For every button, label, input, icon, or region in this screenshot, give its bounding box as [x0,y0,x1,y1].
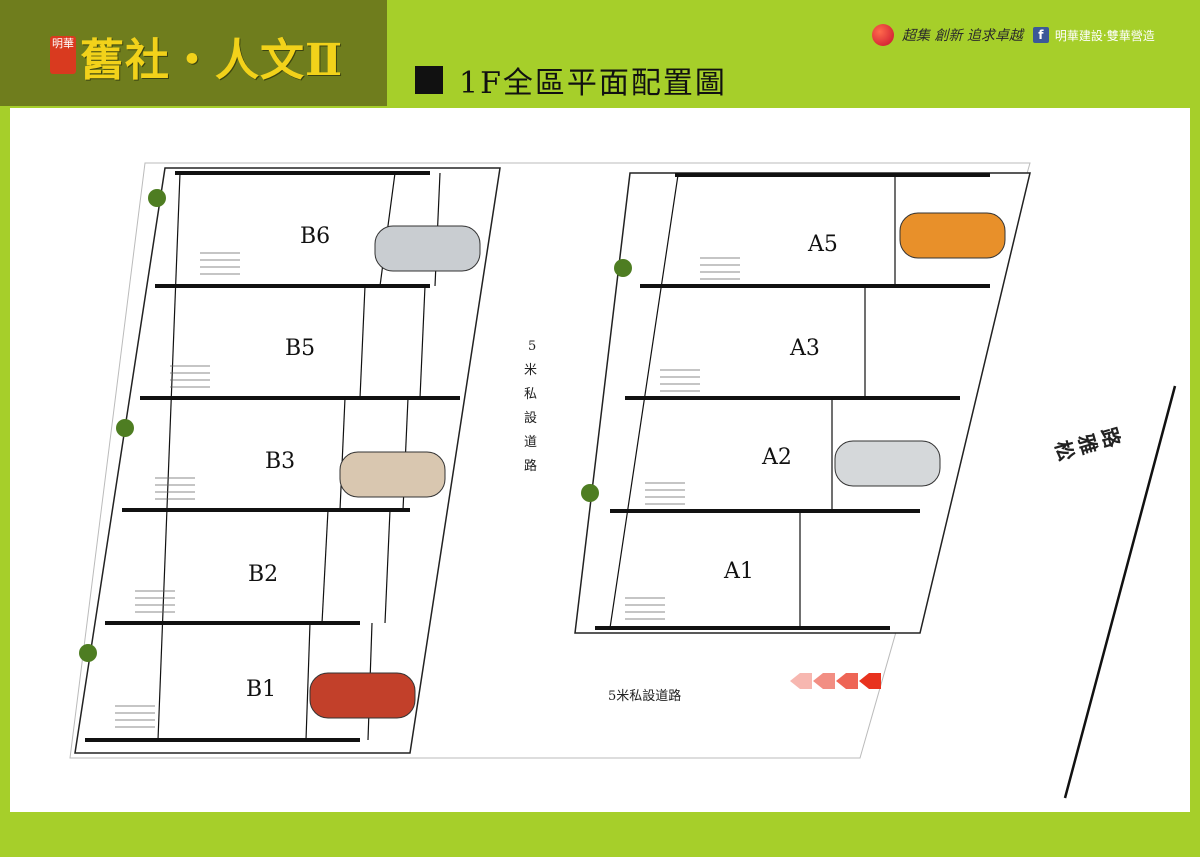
unit-label-a5: A5 [807,232,838,257]
arrow-icon [790,673,812,689]
plan-title: 1F全區平面配置圖 [459,66,727,101]
plants [79,189,632,662]
car-b6 [374,225,481,272]
facebook-icon[interactable]: f [1032,27,1049,43]
arrow-icon [859,673,881,689]
road-mid-char-1: 米 [524,363,537,378]
block-b-outline [74,167,501,754]
unit-label-b6: B6 [300,224,330,249]
block-a-walls [595,173,990,630]
slogan: 超集 創新 追求卓越 [902,28,1023,44]
stairs [115,252,740,728]
arrow-icon [813,673,835,689]
footer-bar [0,812,1200,857]
brand-badge: 明華 [50,36,76,74]
road-mid-char-3: 設 [524,410,537,426]
road-mid-char-5: 路 [524,458,537,474]
brand-title: 舊社‧人文Ⅱ [80,35,344,86]
plan-title-group: 1F全區平面配置圖 [415,60,727,101]
street-edge [1063,385,1177,799]
logo-mark-icon [872,24,894,46]
unit-label-a2: A2 [761,445,792,470]
unit-label-b1: B1 [246,677,276,702]
road-bottom-label: 5米私設道路 [608,688,681,704]
entry-arrows [790,673,881,689]
block-b-walls [85,171,460,742]
square-bullet-icon [415,66,443,94]
arrow-icon [836,673,858,689]
road-mid-char-0: 5 [528,339,536,354]
unit-label-b2: B2 [248,562,278,587]
site-outline [69,162,1031,759]
floor-plan-drawing: B6 B5 B3 B2 B1 A5 A3 A2 A1 5 米 私 設 道 路 5… [69,162,1177,799]
brand-panel: 明華 舊社‧人文Ⅱ [0,0,387,106]
unit-label-b3: B3 [265,449,295,474]
cars [309,212,1006,719]
road-mid-char-4: 道 [524,435,537,450]
floor-plan-canvas: B6 B5 B3 B2 B1 A5 A3 A2 A1 5 米 私 設 道 路 5… [10,108,1190,812]
car-b1 [309,672,416,719]
street-label: 松 雅 路 [1050,425,1125,464]
car-b3 [339,451,446,498]
road-mid-char-2: 私 [524,387,537,402]
company-logo: 超集 創新 追求卓越 f 明華建設‧雙華營造 [872,24,1155,46]
unit-label-a1: A1 [723,559,754,584]
car-a2 [834,440,941,487]
header-bar: 明華 舊社‧人文Ⅱ 1F全區平面配置圖 超集 創新 追求卓越 f 明華建設‧雙華… [0,0,1200,106]
unit-label-b5: B5 [285,336,315,361]
car-a5 [899,212,1006,259]
unit-label-a3: A3 [789,336,820,361]
block-a-interior [609,174,896,629]
facebook-label[interactable]: 明華建設‧雙華營造 [1054,28,1155,43]
